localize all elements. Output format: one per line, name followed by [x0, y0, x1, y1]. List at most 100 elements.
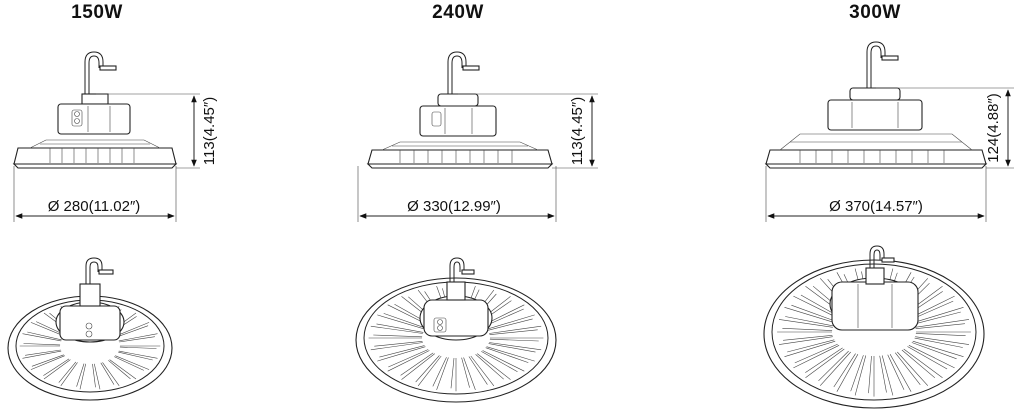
fin-line [903, 348, 943, 378]
fin-line [477, 353, 511, 380]
fin-line [432, 357, 447, 387]
fin-line [108, 360, 131, 380]
fin-line [782, 328, 833, 331]
fin-line [912, 340, 964, 357]
fin-line [23, 343, 61, 346]
fin-line [115, 322, 150, 337]
fin-line [401, 353, 435, 380]
fin-line [109, 359, 137, 380]
side-view-240w: 113(4.45″) Ø 330(12.99″) [357, 51, 598, 222]
hook-icon [85, 257, 103, 284]
fin-line [914, 337, 963, 348]
fin-line [118, 351, 153, 361]
fin-line [881, 355, 894, 396]
fin-line [915, 323, 965, 329]
fin-line [463, 357, 476, 391]
fin-line [489, 342, 542, 351]
fin-line [374, 341, 423, 347]
fin-line [879, 355, 887, 393]
fin-line [387, 350, 430, 372]
fin-line [850, 355, 864, 392]
fin-line [377, 346, 426, 362]
fin-line [912, 307, 964, 324]
fin-line [76, 363, 85, 387]
fin-line [897, 351, 929, 386]
diameter-label-300w: Ø 370(14.57″) [829, 198, 923, 215]
fin-line [22, 350, 62, 359]
fin-line [119, 336, 155, 343]
hook-icon [866, 41, 886, 88]
fin-line [58, 361, 77, 383]
fin-line [482, 350, 525, 372]
fin-line [43, 358, 70, 376]
fin-line [784, 340, 836, 357]
fin-line [794, 343, 838, 364]
fin-line [468, 356, 488, 385]
fin-line [485, 347, 529, 363]
fin-line [915, 333, 966, 336]
fin-line [487, 318, 533, 331]
side-view-300w: 124(4.88″) Ø 370(14.57″) [764, 41, 1014, 222]
fin-line [373, 334, 423, 338]
fin-line [818, 350, 849, 382]
fin-line [400, 352, 434, 376]
diameter-label-240w: Ø 330(12.99″) [407, 198, 501, 215]
fin-line [27, 331, 62, 341]
perspective-view-150w [7, 257, 173, 401]
fin-line [793, 345, 840, 369]
fin-line [783, 335, 833, 341]
fin-line [481, 351, 518, 372]
fin-line [778, 319, 833, 328]
fin-line [370, 325, 423, 334]
perspective-view-240w [355, 257, 557, 403]
fin-line [114, 356, 144, 371]
fin-line [118, 350, 158, 359]
fin-line [115, 355, 150, 370]
fin-line [854, 355, 867, 396]
fin-line [470, 355, 495, 387]
height-label-150w: 113(4.45″) [201, 97, 218, 165]
fin-line [370, 342, 423, 351]
fin-line [31, 354, 64, 367]
fin-line [450, 357, 455, 389]
hook-icon [449, 257, 465, 282]
perspective-view-300w [763, 245, 985, 409]
diameter-label-150w: Ø 280(11.02″) [48, 198, 141, 215]
fin-line [79, 363, 86, 390]
fin-line [461, 357, 470, 388]
fin-line [102, 362, 120, 386]
fin-line [486, 314, 535, 330]
fin-line [100, 362, 115, 385]
model-title-300w: 300W [849, 2, 901, 23]
fin-line [785, 316, 834, 327]
fin-line [60, 362, 78, 386]
fin-line [784, 307, 836, 324]
fin-line [92, 363, 96, 388]
fin-line [805, 348, 845, 378]
fin-line [787, 339, 835, 353]
fin-line [94, 363, 101, 390]
fin-line [116, 325, 149, 338]
fin-line [489, 325, 542, 334]
fin-line [915, 336, 970, 345]
fin-line [778, 336, 833, 345]
fin-line [833, 353, 856, 388]
fin-line [901, 349, 936, 379]
fin-line [488, 343, 536, 353]
fin-line [475, 354, 504, 380]
fin-line [436, 357, 449, 391]
fin-line [118, 333, 158, 342]
fin-line [915, 319, 970, 328]
fin-line [415, 355, 440, 383]
hook-icon [447, 51, 467, 95]
fin-line [25, 349, 61, 356]
fin-line [119, 346, 157, 349]
height-label-300w: 124(4.88″) [985, 93, 1002, 163]
height-label-240w: 113(4.45″) [569, 97, 586, 165]
fin-line [377, 314, 426, 330]
hook-icon [84, 51, 104, 95]
fin-line [489, 329, 538, 335]
fin-line [908, 345, 955, 369]
fin-line [805, 347, 843, 373]
